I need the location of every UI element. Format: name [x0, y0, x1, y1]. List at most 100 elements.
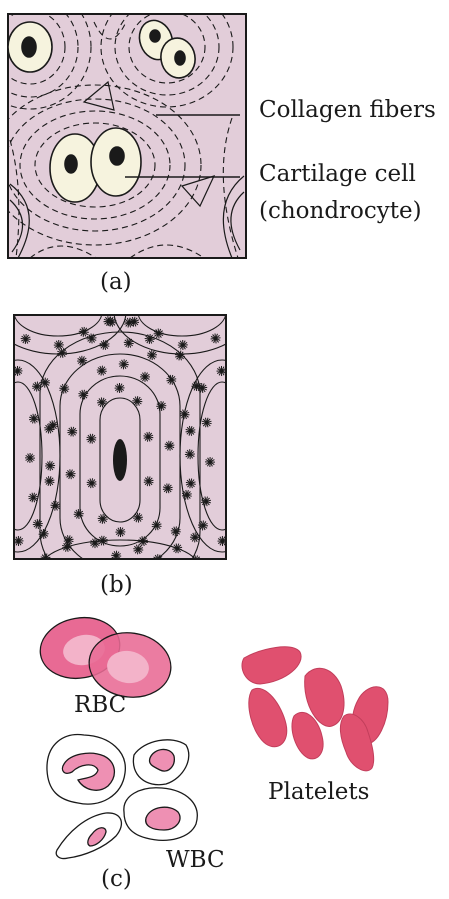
osteocyte-mark [241, 519, 242, 529]
osteocyte-mark [29, 493, 38, 502]
osteocyte-mark [53, 276, 62, 281]
osteocyte-mark [39, 571, 49, 573]
osteocyte-mark [20, 285, 30, 286]
osteocyte-mark [58, 582, 68, 585]
osteocyte-mark [127, 297, 129, 307]
osteocyte-mark [97, 399, 107, 405]
osteocyte-mark [234, 317, 236, 327]
osteocyte-mark [236, 386, 246, 387]
osteocyte-mark [178, 350, 182, 361]
osteocyte-mark [108, 298, 115, 306]
osteocyte-mark [231, 321, 241, 323]
osteocyte-mark [250, 425, 257, 433]
osteocyte-mark [196, 556, 201, 559]
osteocyte-mark [177, 562, 179, 572]
osteocyte-mark [125, 299, 132, 306]
osteocyte-mark [88, 560, 89, 570]
wbc-group [46, 733, 198, 860]
osteocyte-mark [0, 523, 3, 529]
osteocyte-mark [134, 588, 141, 595]
osteocyte-mark [97, 367, 107, 375]
osteocyte-mark [210, 283, 219, 287]
osteocyte-mark [0, 301, 9, 303]
osteocyte-mark [133, 515, 143, 521]
rbc-label: RBC [74, 692, 127, 718]
osteocyte-mark [249, 427, 259, 430]
osteocyte-mark [110, 297, 112, 307]
osteocyte-mark [23, 281, 27, 290]
osteocyte-mark [62, 579, 64, 589]
caption-c: (c) [101, 866, 132, 892]
osteocyte-mark [143, 479, 154, 483]
osteocyte-mark [194, 555, 197, 559]
osteocyte-mark [193, 569, 196, 579]
osteocyte-mark [193, 381, 200, 391]
osteocyte-mark [131, 316, 137, 327]
osteocyte-mark [230, 300, 239, 303]
osteocyte-mark [40, 529, 47, 539]
osteocyte-mark [190, 572, 200, 575]
osteocyte-mark [83, 565, 93, 566]
osteocyte-mark [81, 582, 82, 592]
osteocyte-mark [76, 509, 82, 519]
osteocyte-mark [78, 393, 89, 397]
osteocyte-mark [84, 563, 93, 568]
osteocyte-mark [3, 297, 5, 307]
osteocyte-mark [132, 590, 142, 592]
osteocyte-mark [148, 281, 149, 291]
osteocyte-mark [154, 554, 159, 559]
osteocyte-mark [20, 284, 29, 288]
osteocyte-mark [192, 556, 196, 559]
osteocyte-mark [134, 570, 136, 580]
osteocyte-mark [239, 382, 243, 391]
osteocyte-mark [190, 573, 200, 575]
osteocyte-mark [66, 470, 75, 478]
osteocyte-mark [134, 570, 137, 580]
osteocyte-mark [191, 570, 198, 577]
osteocyte-mark [55, 564, 65, 566]
cartilage-panel [7, 13, 247, 259]
osteocyte-mark [59, 560, 61, 570]
osteocyte-mark [214, 280, 215, 290]
osteocyte-mark [24, 333, 27, 344]
osteocyte-mark [173, 565, 182, 568]
osteocyte-mark [57, 561, 64, 569]
osteocyte-mark [252, 424, 254, 434]
osteocyte-mark [59, 580, 66, 587]
osteocyte-mark [237, 522, 246, 526]
osteocyte-mark [212, 281, 216, 290]
osteocyte-mark [157, 554, 161, 559]
osteocyte-mark [252, 424, 255, 433]
osteocyte-mark [144, 284, 153, 288]
osteocyte-mark [132, 571, 139, 578]
osteocyte-mark [24, 281, 25, 291]
bone-panel [0, 276, 259, 599]
osteocyte-mark [0, 301, 9, 304]
osteocyte-mark [4, 318, 6, 328]
osteocyte-mark [133, 590, 143, 593]
osteocyte-mark [41, 568, 48, 575]
osteocyte-mark [100, 340, 109, 349]
osteocyte-mark [116, 383, 123, 393]
bone-matrix [13, 314, 227, 560]
osteocyte-mark [133, 545, 143, 553]
osteocyte-mark [151, 523, 162, 527]
osteocyte-mark [165, 442, 174, 450]
osteocyte-mark [148, 333, 151, 344]
osteocyte-mark [234, 317, 237, 327]
osteocyte-mark [127, 598, 137, 599]
osteocyte-mark [172, 580, 174, 590]
osteocyte-mark [232, 318, 239, 325]
matrix-solid-fibres [9, 80, 245, 258]
osteocyte-mark [174, 564, 182, 570]
osteocyte-mark [124, 301, 134, 304]
osteocyte-mark [210, 336, 221, 341]
osteocyte-mark [249, 480, 259, 483]
osteocyte-mark [101, 513, 104, 524]
osteocyte-mark [0, 322, 10, 324]
osteocyte-mark [98, 536, 107, 545]
osteocyte-mark [125, 318, 133, 327]
osteocyte-mark [85, 285, 95, 286]
osteocyte-mark [177, 276, 186, 281]
